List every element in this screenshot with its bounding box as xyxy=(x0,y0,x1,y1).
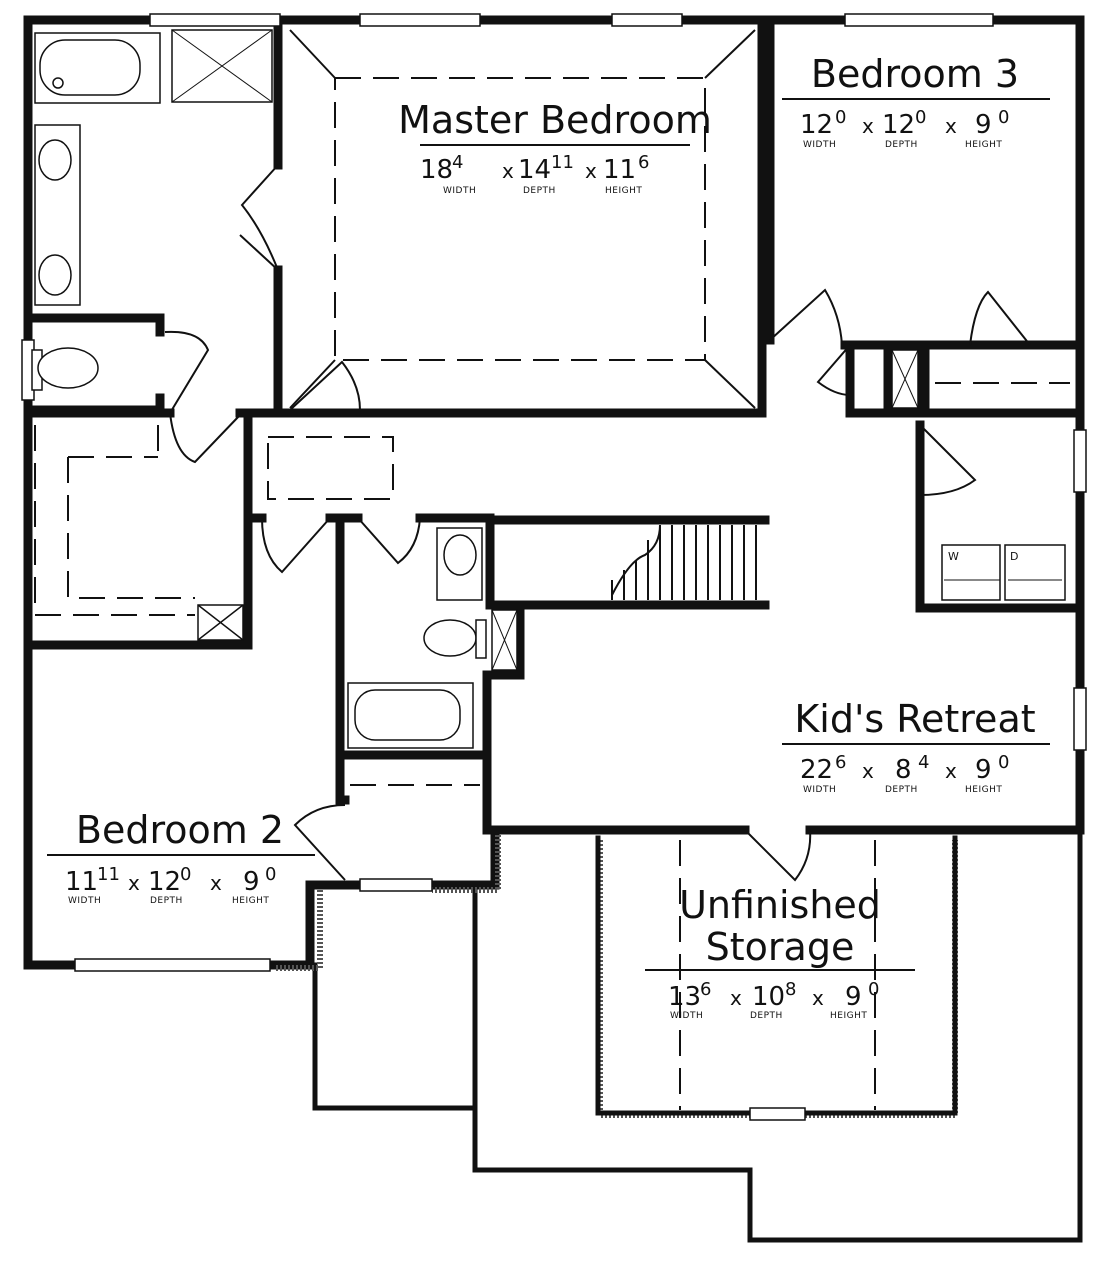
depth-caption: DEPTH xyxy=(885,785,918,795)
windows xyxy=(21,13,1087,1121)
dryer xyxy=(1004,544,1066,601)
times-sign: x xyxy=(862,114,874,138)
times-sign: x xyxy=(945,759,957,783)
storage-depth-in: 8 xyxy=(785,979,796,1000)
bedroom-2-width-in: 11 xyxy=(97,864,120,885)
storage-height-in: 0 xyxy=(868,979,879,1000)
depth-caption: DEPTH xyxy=(523,186,556,196)
width-caption: WIDTH xyxy=(670,1011,703,1021)
times-sign: x xyxy=(730,986,742,1010)
master-width-in: 4 xyxy=(452,152,463,173)
roof-outlines xyxy=(312,832,1083,1243)
kids-retreat-depth-in: 4 xyxy=(918,752,929,773)
height-caption: HEIGHT xyxy=(965,785,1002,795)
washer-label: W xyxy=(948,550,959,563)
washer xyxy=(941,544,1001,601)
master-bedroom-label: Master Bedroom 18 4 x 14 11 x 11 6 WIDTH… xyxy=(398,98,712,196)
times-sign: x xyxy=(128,871,140,895)
storage-walls xyxy=(595,835,958,1116)
kids-retreat-width-in: 6 xyxy=(835,752,846,773)
height-caption: HEIGHT xyxy=(605,186,642,196)
dryer-label: D xyxy=(1010,550,1018,563)
bedroom-3-height-in: 0 xyxy=(998,107,1009,128)
master-height: 11 xyxy=(603,155,636,185)
storage-height: 9 xyxy=(845,982,862,1012)
doors xyxy=(164,164,1031,882)
height-caption: HEIGHT xyxy=(232,896,269,906)
bedroom-3-label: Bedroom 3 12 0 x 12 0 x 9 0 WIDTH DEPTH … xyxy=(782,52,1050,150)
master-depth-in: 11 xyxy=(551,152,574,173)
bedroom-3-width: 12 xyxy=(800,110,833,140)
master-tray-ceiling xyxy=(289,29,756,409)
bedroom-3-depth-in: 0 xyxy=(915,107,926,128)
dashed-elements xyxy=(34,382,1070,786)
bedroom-3-name: Bedroom 3 xyxy=(811,52,1019,96)
fixtures xyxy=(31,29,1066,749)
width-caption: WIDTH xyxy=(803,140,836,150)
times-sign: x xyxy=(585,159,597,183)
times-sign: x xyxy=(210,871,222,895)
bedroom-2-height: 9 xyxy=(243,867,260,897)
bedroom-2-name: Bedroom 2 xyxy=(76,808,284,852)
times-sign: x xyxy=(945,114,957,138)
depth-caption: DEPTH xyxy=(885,140,918,150)
master-width: 18 xyxy=(420,155,453,185)
depth-caption: DEPTH xyxy=(150,896,183,906)
stairs xyxy=(611,524,757,600)
bedroom-3-depth: 12 xyxy=(882,110,915,140)
kids-retreat-height-in: 0 xyxy=(998,752,1009,773)
width-caption: WIDTH xyxy=(68,896,101,906)
height-caption: HEIGHT xyxy=(830,1011,867,1021)
kids-retreat-height: 9 xyxy=(975,755,992,785)
bedroom-2-label: Bedroom 2 11 11 x 12 0 x 9 0 WIDTH DEPTH… xyxy=(47,808,315,906)
interior-walls xyxy=(23,20,1080,835)
bedroom-2-depth: 12 xyxy=(148,867,181,897)
storage-name-line2: Storage xyxy=(706,925,855,969)
times-sign: x xyxy=(862,759,874,783)
storage-depth: 10 xyxy=(752,982,785,1012)
bedroom-2-height-in: 0 xyxy=(265,864,276,885)
kids-retreat-depth: 8 xyxy=(895,755,912,785)
kids-retreat-name: Kid's Retreat xyxy=(794,697,1035,741)
height-caption: HEIGHT xyxy=(965,140,1002,150)
storage-label: Unfinished Storage 13 6 x 10 8 x 9 0 WID… xyxy=(645,883,915,1021)
master-depth: 14 xyxy=(518,155,551,185)
storage-width: 13 xyxy=(668,982,701,1012)
kids-retreat-label: Kid's Retreat 22 6 x 8 4 x 9 0 WIDTH DEP… xyxy=(782,697,1050,795)
times-sign: x xyxy=(812,986,824,1010)
kids-retreat-width: 22 xyxy=(800,755,833,785)
storage-width-in: 6 xyxy=(700,979,711,1000)
bedroom-3-height: 9 xyxy=(975,110,992,140)
master-height-in: 6 xyxy=(638,152,649,173)
master-bedroom-name: Master Bedroom xyxy=(398,98,712,142)
depth-caption: DEPTH xyxy=(750,1011,783,1021)
bedroom-2-depth-in: 0 xyxy=(180,864,191,885)
width-caption: WIDTH xyxy=(803,785,836,795)
hatched-wall xyxy=(275,835,958,1118)
bedroom-3-width-in: 0 xyxy=(835,107,846,128)
storage-name-line1: Unfinished xyxy=(679,883,881,927)
bedroom-2-width: 11 xyxy=(65,867,98,897)
width-caption: WIDTH xyxy=(443,186,476,196)
times-sign: x xyxy=(502,159,514,183)
